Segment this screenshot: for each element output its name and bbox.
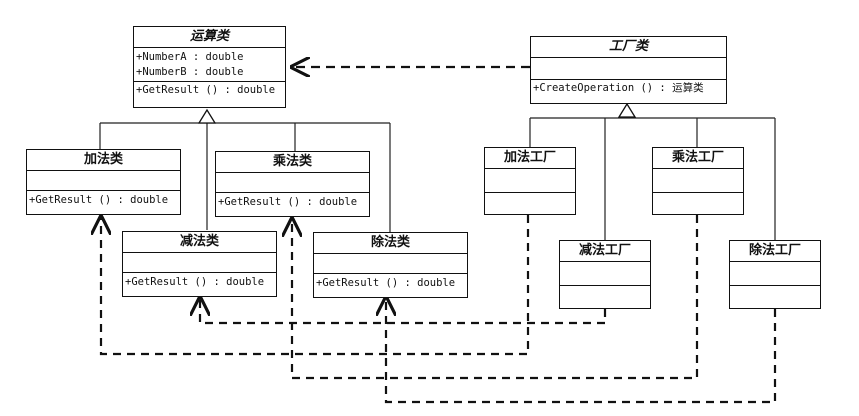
dependency-sub [200,298,607,325]
factory-class-attributes [531,58,726,80]
operation-class-methods: +GetResult () : double [134,82,285,98]
mul-method-get-result: +GetResult () : double [218,196,358,208]
sub-class-title: 减法类 [123,232,276,253]
factory-class-box: 工厂类 +CreateOperation () : 运算类 [530,36,727,104]
factory-class-title: 工厂类 [531,37,726,58]
div-class-title: 除法类 [314,233,467,254]
add-class-attributes [27,171,180,191]
operation-class-attributes: +NumberA : double +NumberB : double [134,48,285,82]
generalization-arrow-operation [197,108,217,124]
mul-factory-attributes [653,169,743,193]
dependency-div [386,298,777,404]
add-class-title: 加法类 [27,150,180,171]
div-class-methods: +GetResult () : double [314,274,467,291]
inheritance-lines-factories [529,117,776,240]
add-factory-attributes [485,169,575,193]
mul-factory-title: 乘法工厂 [653,148,743,169]
dependency-add [101,215,530,356]
inheritance-lines-operations [99,122,391,232]
sub-factory-attributes [560,262,650,286]
method-get-result: +GetResult () : double [136,84,276,96]
mul-class-box: 乘法类 +GetResult () : double [215,151,370,217]
div-factory-title: 除法工厂 [730,241,820,262]
attribute-number-a: +NumberA : double [136,51,244,63]
add-method-get-result: +GetResult () : double [29,194,169,206]
div-factory-box: 除法工厂 [729,240,821,309]
add-class-box: 加法类 +GetResult () : double [26,149,181,215]
factory-class-methods: +CreateOperation () : 运算类 [531,80,726,96]
generalization-arrow-factory [617,102,637,118]
sub-factory-box: 减法工厂 [559,240,651,309]
sub-method-get-result: +GetResult () : double [125,276,265,288]
method-create-operation: +CreateOperation () : 运算类 [533,82,704,94]
add-factory-title: 加法工厂 [485,148,575,169]
mul-factory-box: 乘法工厂 [652,147,744,215]
attribute-number-b: +NumberB : double [136,66,244,78]
mul-class-methods: +GetResult () : double [216,193,369,210]
div-factory-attributes [730,262,820,286]
sub-class-box: 减法类 +GetResult () : double [122,231,277,297]
div-class-box: 除法类 +GetResult () : double [313,232,468,298]
div-class-attributes [314,254,467,274]
add-factory-box: 加法工厂 [484,147,576,215]
operation-class-box: 运算类 +NumberA : double +NumberB : double … [133,26,286,108]
mul-class-title: 乘法类 [216,152,369,173]
operation-class-title: 运算类 [134,27,285,48]
add-class-methods: +GetResult () : double [27,191,180,208]
dependency-mul [292,215,699,380]
sub-class-methods: +GetResult () : double [123,273,276,290]
sub-class-attributes [123,253,276,273]
sub-factory-title: 减法工厂 [560,241,650,262]
mul-class-attributes [216,173,369,193]
div-method-get-result: +GetResult () : double [316,277,456,289]
